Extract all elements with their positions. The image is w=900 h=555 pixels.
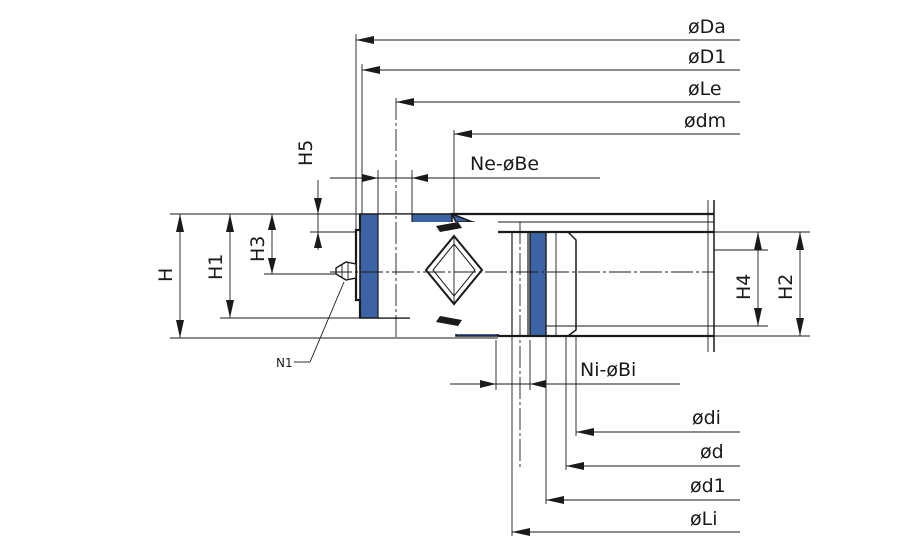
inner-ring-strip: [529, 231, 547, 337]
bottom-seal: [436, 316, 462, 326]
label-outer-bolt-circle: øLe: [688, 78, 722, 100]
label-inner-diameter: ødi: [692, 407, 721, 429]
label-rolling-diameter: ødm: [684, 110, 726, 132]
label-height-h3: H3: [247, 236, 269, 262]
left-height-dimensions: [170, 180, 498, 363]
label-height-h4: H4: [733, 274, 755, 300]
center-lines: [330, 98, 714, 470]
label-outer-holes: Ne-øBe: [470, 153, 539, 175]
gear-section: [452, 200, 715, 352]
label-height-total: H: [155, 268, 177, 282]
top-dimensions: [330, 34, 740, 230]
label-outer-diameter: øDa: [688, 16, 726, 38]
label-height-h2: H2: [775, 274, 797, 300]
grease-nipple: [330, 261, 357, 281]
rolling-element: [410, 222, 500, 334]
label-inner-holes: Ni-øBi: [580, 359, 636, 381]
label-outer-ring-diameter: øD1: [688, 46, 726, 68]
label-inner-ring-d: ød: [700, 441, 724, 463]
right-height-dimensions: [714, 231, 810, 337]
label-height-h5: H5: [295, 140, 317, 166]
label-inner-ring-d1: ød1: [690, 475, 726, 497]
top-seal: [436, 222, 462, 232]
dimension-labels: øDa øD1 øLe ødm Ne-øBe Ni-øBi ødi ød ød1…: [155, 16, 797, 530]
label-height-h1: H1: [205, 254, 227, 280]
outer-bolt-hole: [377, 213, 413, 319]
label-inner-bolt-circle: øLi: [690, 508, 718, 530]
label-grease-nipple: N1: [276, 356, 293, 370]
bottom-dimensions: [450, 336, 740, 536]
